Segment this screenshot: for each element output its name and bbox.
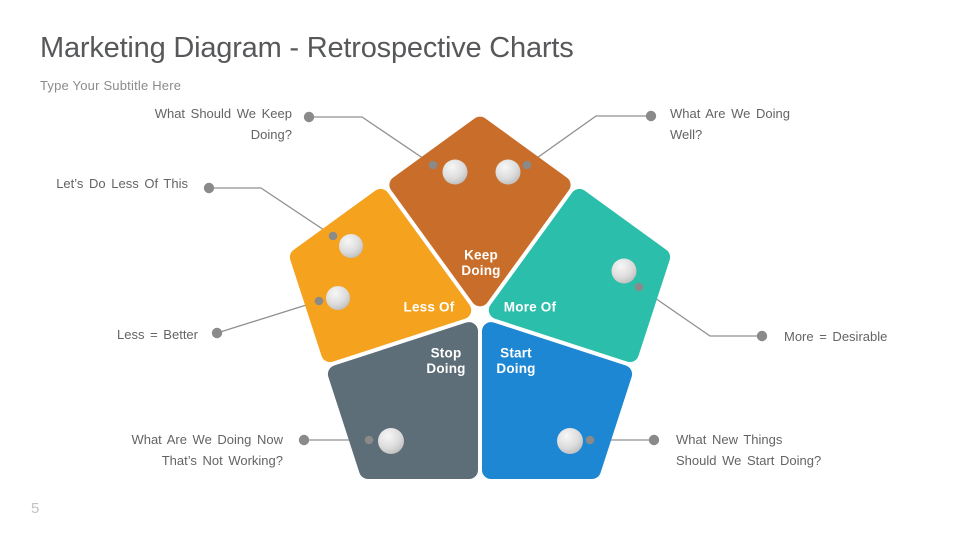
annotation-less-better: Less = Better [117,327,198,342]
segment-label-less: Less Of [404,300,455,315]
sphere-marker-less [339,234,363,258]
slide-title: Marketing Diagram - Retrospective Charts [40,32,574,64]
sphere-marker-keep [495,159,521,185]
segment-label-more: More Of [504,300,557,315]
page-number: 5 [31,500,40,517]
connector-dot-label-not-working [298,434,310,446]
connector-dot-shape-doing-well [522,160,532,170]
connector-dot-label-more-desirable [756,330,768,342]
connector-line-keep-doing [309,116,434,166]
segment-stop [327,322,478,479]
sphere-marker-less [326,286,350,310]
connector-dot-label-less-of-this [203,182,215,194]
connector-dot-shape-less-of-this [328,231,338,241]
segment-keep [389,116,571,307]
connector-dot-label-doing-well [645,110,657,122]
connector-line-less-of-this [209,187,334,237]
connector-dot-label-less-better [211,327,223,339]
sphere-marker-more [611,258,637,284]
connector-dot-shape-not-working [364,435,374,445]
segment-less [289,188,472,363]
connector-dot-shape-more-desirable [634,282,644,292]
sphere-marker-start [557,428,583,454]
slide-subtitle: Type Your Subtitle Here [40,77,182,93]
connector-line-less-better [216,300,320,334]
connector-dot-label-start-new [648,434,660,446]
connector-dot-label-keep-doing [303,111,315,123]
connector-dot-shape-start-new [585,435,595,445]
connector-line-doing-well [526,115,651,166]
annotation-doing-well: What Are We Doing Well? [670,106,790,142]
annotation-start-new: What New Things Should We Start Doing? [676,432,822,468]
annotation-more-desirable: More = Desirable [784,329,888,344]
annotation-less-of-this: Let’s Do Less Of This [56,176,188,191]
connector-dot-shape-keep-doing [428,160,438,170]
sphere-marker-stop [378,428,404,454]
annotation-not-working: What Are We Doing Now That’s Not Working… [131,432,283,468]
slide-header: Marketing Diagram - Retrospective Charts… [40,32,574,93]
sphere-marker-keep [442,159,468,185]
connector-dot-shape-less-better [314,296,324,306]
segment-more [488,188,671,363]
connector-line-more-desirable [638,286,762,337]
annotation-keep-doing: What Should We Keep Doing? [154,106,292,142]
segment-start [482,322,633,479]
